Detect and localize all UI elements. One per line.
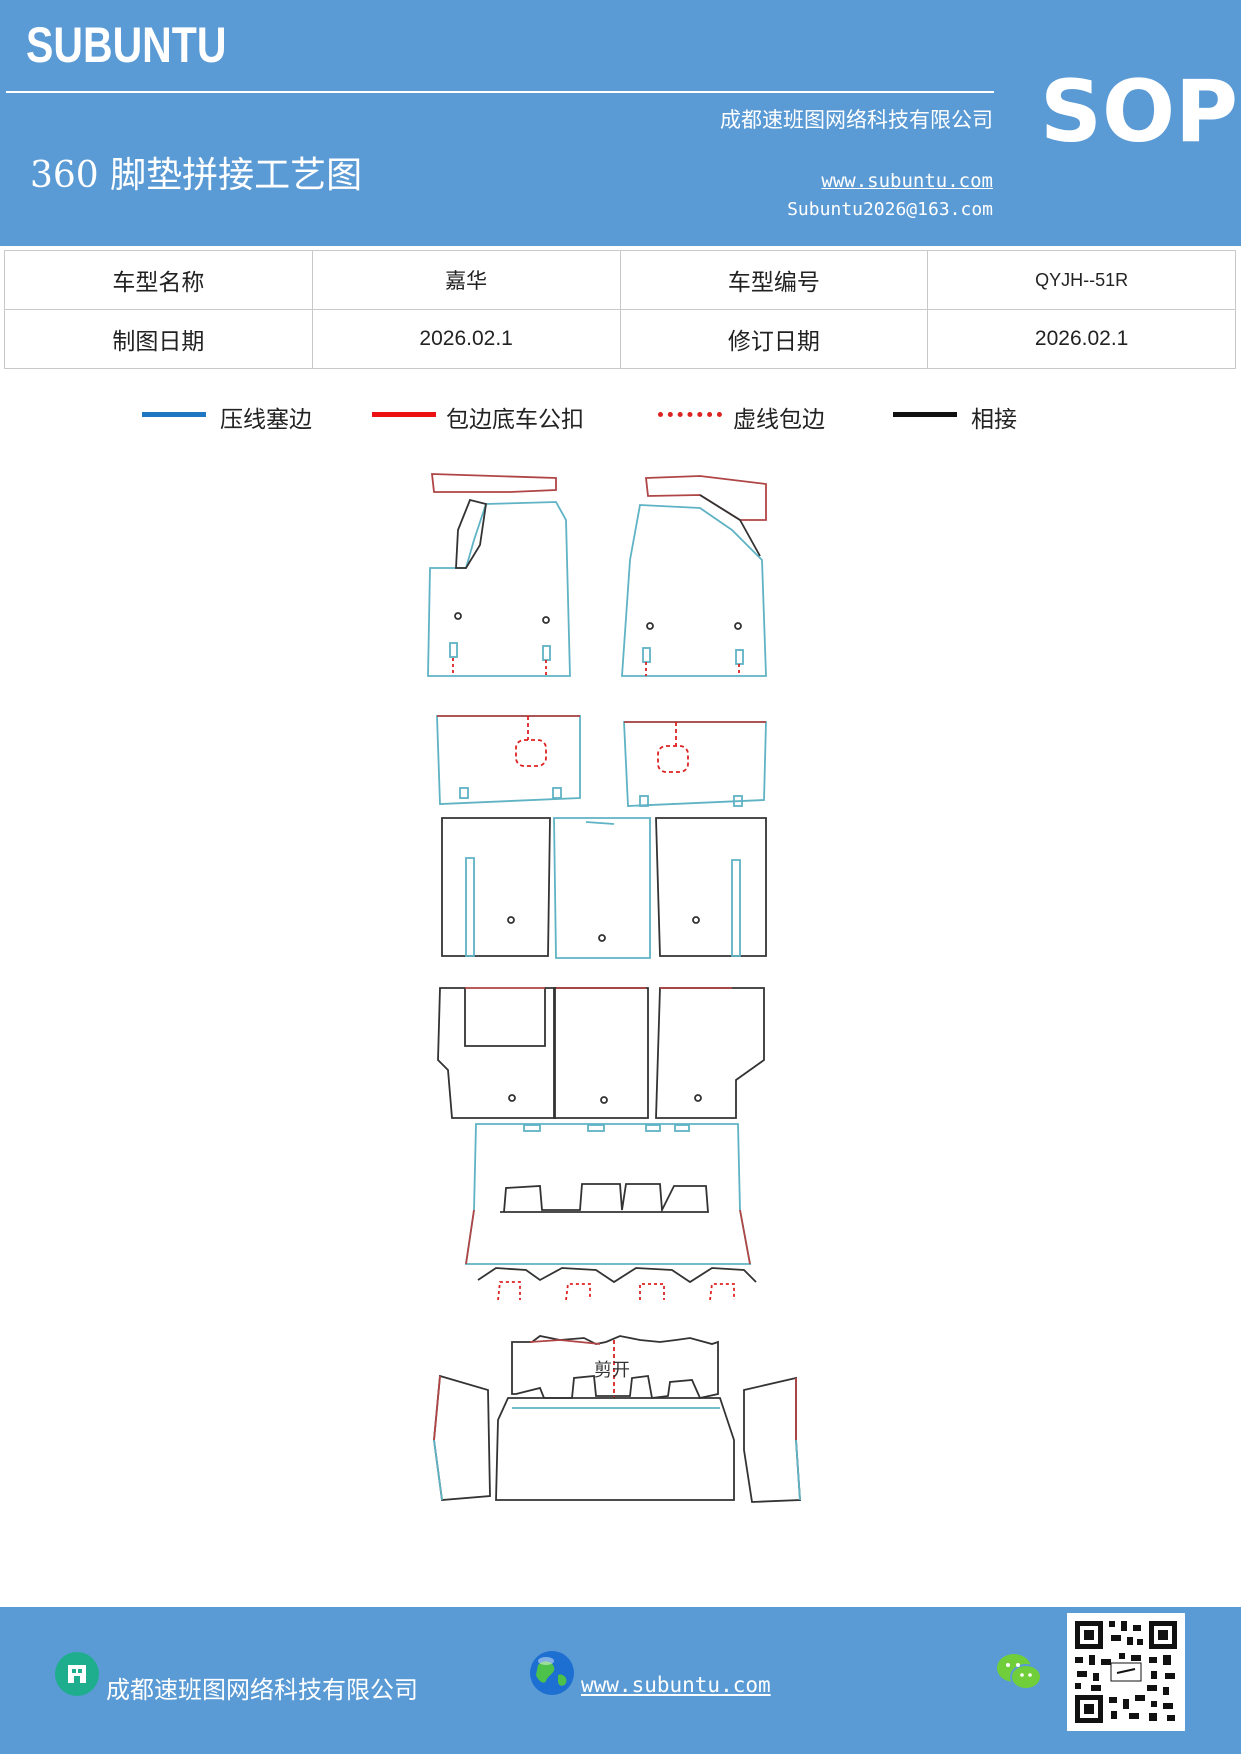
middle-left-panel [436, 715, 581, 805]
sop-label: SOP [1040, 62, 1239, 162]
footer-website-link[interactable]: www.subuntu.com [581, 1673, 771, 1697]
front-left-mat [427, 473, 571, 677]
legend-swatch-dotted-wrap [658, 412, 722, 417]
model-code-value: QYJH--51R [927, 250, 1236, 310]
building-icon [55, 1652, 99, 1696]
header-company-name: 成都速班图网络科技有限公司 [720, 108, 993, 132]
globe-icon [530, 1651, 574, 1695]
revision-date-label: 修订日期 [619, 309, 929, 369]
header-website-link[interactable]: www.subuntu.com [821, 170, 993, 192]
model-name-value: 嘉华 [311, 250, 621, 310]
brand-logo: SUBUNTU [26, 17, 227, 73]
legend: 压线塞边 包边底车公扣 虚线包边 相接 [0, 400, 1241, 440]
legend-label-press-line: 压线塞边 [220, 407, 312, 433]
header-divider [6, 91, 994, 93]
model-name-label: 车型名称 [4, 250, 313, 310]
wechat-icon [997, 1654, 1042, 1690]
legend-label-dotted-wrap: 虚线包边 [733, 407, 825, 433]
page-title: 360 脚垫拼接工艺图 [30, 155, 363, 196]
revision-date-value: 2026.02.1 [927, 309, 1236, 369]
draw-date-label: 制图日期 [4, 309, 313, 369]
cut-label: 剪开 [594, 1360, 630, 1381]
second-row-seat-mats [441, 817, 767, 959]
legend-swatch-join [893, 412, 957, 417]
table-row: 制图日期 2026.02.1 修订日期 2026.02.1 [4, 309, 1236, 369]
legend-swatch-edge-wrap [372, 412, 436, 417]
middle-right-panel [623, 721, 767, 807]
qr-code-icon[interactable] [1067, 1613, 1185, 1731]
draw-date-value: 2026.02.1 [311, 309, 621, 369]
vehicle-info-table: 车型名称 嘉华 车型编号 QYJH--51R 制图日期 2026.02.1 修订… [4, 250, 1236, 369]
front-right-mat [621, 475, 767, 677]
legend-swatch-press-line [142, 412, 206, 417]
third-row-seat-mats [437, 987, 765, 1119]
rear-floor-mat [464, 1123, 757, 1301]
footer-company-name: 成都速班图网络科技有限公司 [106, 1676, 418, 1704]
header-banner [0, 0, 1241, 246]
model-code-label: 车型编号 [619, 250, 929, 310]
legend-label-edge-wrap: 包边底车公扣 [446, 407, 584, 433]
table-row: 车型名称 嘉华 车型编号 QYJH--51R [4, 250, 1236, 310]
trunk-mat [433, 1335, 801, 1503]
legend-label-join: 相接 [971, 407, 1017, 433]
header-email: Subuntu2026@163.com [787, 199, 993, 220]
floor-mat-pattern-diagram [427, 473, 801, 1503]
